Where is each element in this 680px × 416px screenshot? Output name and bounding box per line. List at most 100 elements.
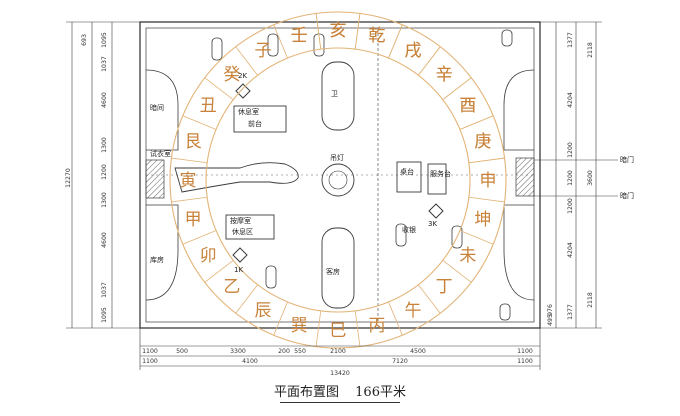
marker-1k	[232, 247, 248, 263]
label-guest: 客房	[326, 267, 340, 276]
dim-left-1: 1200	[101, 164, 108, 180]
dim-left-1: 1300	[101, 192, 108, 208]
dim-right-1: 4204	[567, 92, 574, 108]
ring-divider	[235, 284, 258, 314]
dim-left-1: 1095	[101, 32, 108, 48]
label-seat: 桌台	[400, 167, 414, 176]
ring-char: 壬	[291, 26, 308, 46]
ring-divider	[442, 260, 472, 283]
ring-char: 辛	[436, 65, 453, 85]
dim-bottom-1: 550	[294, 348, 306, 355]
dim-bottom-1: 200	[278, 348, 290, 355]
bench-bottom	[321, 227, 355, 309]
ring-inner	[205, 47, 471, 313]
dim-left-1: 1037	[101, 56, 108, 72]
dim-bottom-2: 4100	[242, 358, 258, 365]
dim-right-3: 495	[547, 314, 554, 326]
dimension-right	[534, 21, 618, 329]
ring-char: 戌	[405, 41, 422, 61]
ring-divider	[388, 301, 403, 336]
corner-room-tr	[503, 69, 535, 151]
dim-bottom-1: 500	[176, 348, 188, 355]
ring-char: 子	[255, 41, 272, 61]
ring-divider	[468, 196, 505, 203]
dim-left-1: 4600	[101, 232, 108, 248]
door-label-1: 暗门	[620, 155, 634, 164]
ring-char: 庚	[474, 132, 491, 152]
ring-char: 艮	[185, 132, 202, 152]
dim-right-1: 1200	[567, 142, 574, 158]
ring-char: 乙	[223, 277, 240, 297]
ring-char: 庚	[474, 132, 491, 152]
dim-right-1: 1377	[567, 32, 574, 48]
ring-divider	[418, 284, 441, 314]
ring-char: 寅	[180, 171, 197, 191]
label-note1: 服务台	[430, 169, 451, 178]
bed-icons	[211, 29, 513, 321]
room-right-b	[427, 163, 447, 195]
caption-title: 平面布置图	[274, 385, 340, 400]
dim-left-total: 12270	[65, 168, 72, 188]
ring-divider	[388, 24, 403, 59]
label-washroom: 库房	[150, 255, 164, 264]
dim-left-1: 4600	[101, 92, 108, 108]
label-center: 吊灯	[330, 153, 344, 162]
ring-char: 午	[405, 301, 422, 321]
dim-bottom-1: 1100	[142, 348, 158, 355]
caption-area: 166平米	[355, 385, 406, 400]
marker-3k	[428, 203, 444, 219]
plan-caption: 平面布置图 166平米	[0, 381, 680, 403]
right-hatch	[515, 157, 535, 197]
left-hatch	[145, 159, 165, 199]
room-label-massage: 按摩室	[230, 216, 251, 225]
center-table-inner	[328, 170, 348, 190]
label-1k: 1K	[234, 266, 243, 274]
ring-divider	[273, 301, 288, 336]
bench-top	[321, 61, 355, 131]
dim-bottom-2: 1100	[142, 358, 158, 365]
room-right-a	[396, 161, 422, 193]
ring-char: 辛	[436, 65, 453, 85]
label-nk: 暗间	[150, 103, 164, 112]
ring-divider	[418, 46, 441, 76]
ring-divider	[182, 230, 217, 245]
ring-char: 甲	[185, 210, 202, 230]
dim-bottom-total: 13420	[330, 370, 350, 377]
ring-char: 辰	[255, 301, 272, 321]
dim-bottom-1: 3300	[230, 348, 246, 355]
ring-divider	[273, 24, 288, 59]
ring-char: 坤	[474, 210, 491, 230]
inner-wall	[145, 27, 535, 323]
ring-char: 申	[480, 171, 497, 191]
dim-right-3: 976	[547, 304, 554, 316]
compass-ring: 壬亥乾戌辛酉庚申坤未丁午丙巳巽辰乙卯甲寅艮丑癸子壬亥乾戌辛酉庚	[169, 11, 507, 349]
ring-divider	[468, 157, 505, 164]
dim-left-1: 1095	[101, 307, 108, 323]
ring-divider	[354, 310, 361, 347]
corner-room-br	[503, 204, 535, 301]
ring-char: 卯	[200, 246, 217, 266]
ring-divider	[204, 77, 234, 100]
dim-bottom-1: 1100	[517, 348, 533, 355]
ring-divider	[315, 310, 322, 347]
ring-divider	[442, 77, 472, 100]
ring-char: 乾	[368, 26, 385, 46]
room-massage	[225, 214, 275, 240]
dim-right-1: 1200	[567, 170, 574, 186]
dim-right-1: 1377	[567, 304, 574, 320]
ring-char: 亥	[330, 21, 347, 41]
dim-right-2: 3600	[587, 170, 594, 186]
ring-divider	[204, 260, 234, 283]
dimension-left	[66, 21, 140, 329]
room-label-kitchen: 休息室	[238, 107, 259, 116]
ring-char: 壬	[291, 26, 308, 46]
ring-char: 丙	[368, 316, 385, 336]
ring-divider	[459, 115, 494, 130]
label-bath: 卫	[331, 90, 338, 98]
ring-char: 亥	[330, 21, 347, 41]
ring-divider	[354, 13, 361, 50]
ring-outer	[169, 11, 507, 349]
ring-divider	[171, 196, 208, 203]
dimension-bottom	[139, 328, 541, 370]
door-label-2: 暗门	[620, 191, 634, 200]
